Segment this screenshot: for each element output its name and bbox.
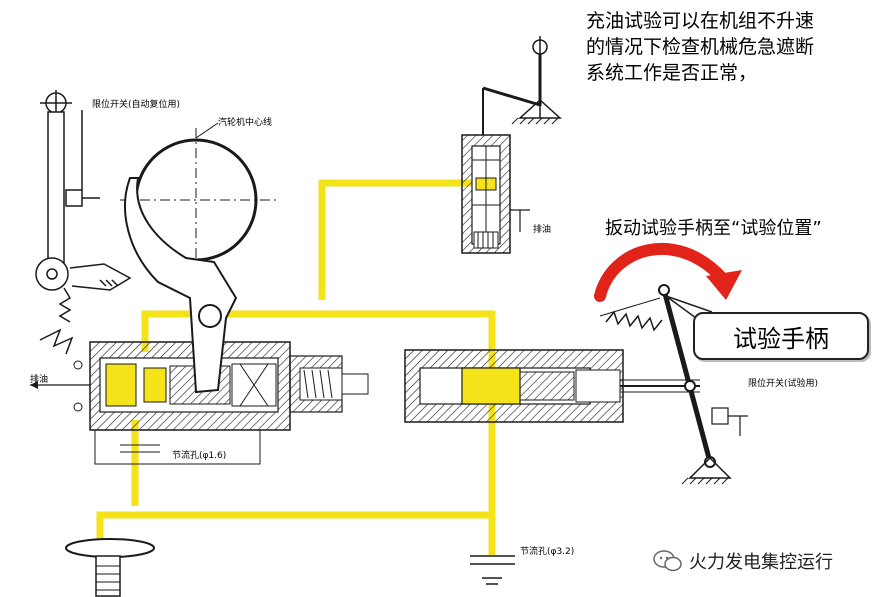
top-drain-valve: [461, 36, 562, 254]
label-limit-switch-test: 限位开关(试验用): [748, 379, 819, 389]
oil-line-top: [318, 179, 482, 300]
wechat-icon: [653, 550, 682, 572]
test-valve-body: [404, 349, 700, 423]
watermark: 火力发电集控运行: [653, 548, 833, 574]
label-orifice-large: 节流孔(φ3.2): [520, 547, 575, 557]
bottom-orifice-drain: [470, 555, 515, 585]
emergency-striker-lever: [124, 177, 238, 394]
turn-direction-arrowhead: [706, 270, 742, 300]
valve-oil-chamber-2: [143, 367, 167, 403]
label-drain-top: 排油: [533, 225, 552, 235]
turn-direction-arrow: [594, 242, 728, 302]
note-line-2: 的情况下检查机械危急遮断: [586, 36, 815, 58]
action-instruction: 扳动试验手柄至“试验位置”: [605, 218, 822, 239]
description-note: 充油试验可以在机组不升速 的情况下检查机械危急遮断 系统工作是否正常，: [586, 8, 886, 86]
note-line-1: 充油试验可以在机组不升速: [586, 10, 815, 32]
test-handle-lever: [599, 284, 748, 485]
main-valve-body: [30, 341, 369, 465]
test-handle-label: 试验手柄: [733, 324, 829, 353]
reset-linkage: [35, 90, 132, 355]
label-limit-switch-auto: 限位开关(自动复位用): [92, 100, 181, 110]
watermark-text: 火力发电集控运行: [689, 552, 833, 573]
note-line-3: 系统工作是否正常，: [586, 62, 758, 84]
oil-line-lower: [96, 405, 496, 545]
label-drain-left: 排油: [30, 375, 49, 385]
test-valve-oil-chamber: [461, 367, 521, 405]
test-handle-callout: 试验手柄: [693, 312, 869, 360]
label-turbine-centerline: 汽轮机中心线: [218, 118, 273, 128]
bottom-piston: [65, 538, 155, 597]
label-orifice-small: 节流孔(φ1.6): [172, 451, 227, 461]
valve-oil-chamber-1: [105, 363, 137, 407]
